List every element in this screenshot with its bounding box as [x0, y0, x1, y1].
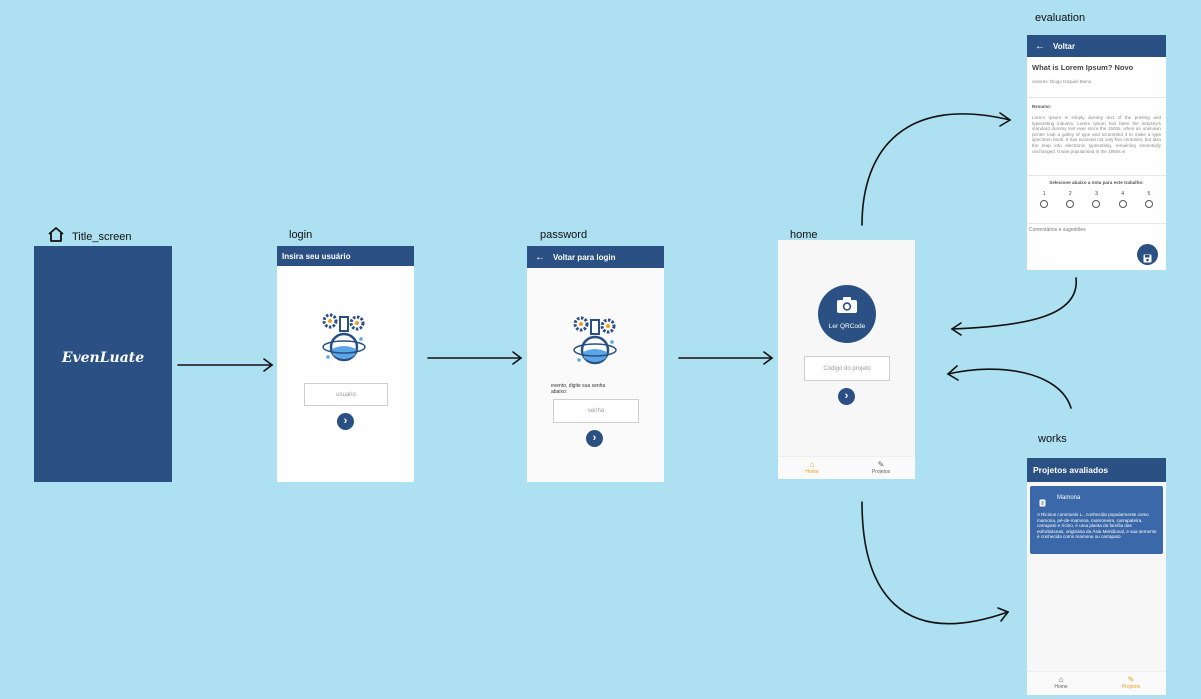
chevron-right-icon: ›: [343, 415, 348, 427]
password-hint-line2: abaixo:: [551, 389, 568, 395]
rating-option-label: 2: [1068, 191, 1072, 197]
radio-button[interactable]: [1040, 200, 1049, 208]
read-qrcode-label: Ler QRCode: [828, 323, 866, 330]
radio-button[interactable]: [1092, 200, 1101, 208]
divider: [1027, 97, 1166, 98]
rating-prompt: Selecione abaixo a nota para este trabal…: [1049, 180, 1144, 185]
rating-option-5[interactable]: 5: [1144, 191, 1153, 208]
arrowhead-evaluation-home: [950, 322, 962, 336]
home-screen: Ler QRCode Código do projeto › ⌂ Home ✎ …: [778, 240, 915, 479]
comments-input[interactable]: Comentários e sugestões: [1029, 227, 1086, 233]
pencil-icon: ✎: [1127, 675, 1135, 684]
home-outline-icon: [47, 226, 65, 248]
back-arrow-icon[interactable]: ←: [535, 251, 545, 263]
login-next-button[interactable]: ›: [337, 413, 354, 430]
science-flask-gears-icon: [321, 311, 367, 372]
evaluation-appbar-title: Voltar: [1053, 41, 1076, 51]
nav-home[interactable]: ⌂ Home: [1041, 675, 1081, 690]
arrowhead-login-password: [512, 351, 523, 365]
works-bottom-nav: ⌂ Home ✎ Projetos: [1027, 671, 1166, 695]
rating-option-label: 4: [1121, 191, 1125, 197]
password-input[interactable]: senha: [553, 399, 639, 423]
resumo-text: Lorem Ipsum is simply dummy text of the …: [1032, 115, 1161, 154]
nav-home[interactable]: ⌂ Home: [792, 460, 832, 475]
app-logo: EvenLuate: [61, 350, 145, 366]
arrow-home-evaluation: [861, 113, 1011, 226]
nav-projetos-label: Projetos: [871, 469, 891, 475]
rating-option-1[interactable]: 1: [1040, 191, 1049, 208]
home-icon: ⌂: [1058, 675, 1064, 684]
label-home: home: [790, 229, 818, 241]
arrowhead-home-evaluation: [999, 112, 1012, 127]
arrow-evaluation-home: [951, 277, 1077, 330]
login-appbar: Insira seu usuário: [277, 246, 414, 266]
nav-projetos-label: Projetos: [1121, 684, 1141, 690]
password-hint-line1: evento, digite sua senha: [551, 383, 606, 389]
title-screen: EvenLuate: [34, 246, 172, 482]
save-button[interactable]: [1137, 244, 1158, 265]
works-appbar-title: Projetos avaliados: [1033, 465, 1109, 475]
login-screen: Insira seu usuário usuario ›: [277, 246, 414, 482]
arrow-home-works: [861, 501, 1009, 625]
rating-option-label: 3: [1095, 191, 1098, 197]
project-authors: Autores: Diogo Izaquiel Bieno: [1032, 79, 1092, 84]
evaluation-screen: ← Voltar What is Lorem Ipsum? Novo Autor…: [1027, 35, 1166, 270]
project-code-input[interactable]: Código do projeto: [804, 356, 890, 381]
chevron-right-icon: ›: [844, 390, 849, 402]
back-arrow-icon[interactable]: ←: [1035, 40, 1045, 52]
password-next-button[interactable]: ›: [586, 430, 603, 447]
rating-option-2[interactable]: 2: [1066, 191, 1075, 208]
rating-option-3[interactable]: 3: [1092, 191, 1101, 208]
rating-option-label: 5: [1147, 191, 1151, 197]
project-title: What is Lorem Ipsum? Novo: [1032, 63, 1134, 72]
radio-button[interactable]: [1144, 200, 1153, 208]
arrowhead-works-home: [946, 365, 959, 381]
save-icon: [1143, 250, 1152, 268]
label-works: works: [1038, 433, 1067, 445]
project-card-text: A Ricinus communis L., conhecida popular…: [1037, 512, 1157, 539]
radio-button[interactable]: [1066, 200, 1075, 208]
works-screen: Projetos avaliados Mamona A Ricinus comm…: [1027, 458, 1166, 695]
password-appbar: ← Voltar para login: [527, 246, 664, 268]
password-appbar-title: Voltar para login: [553, 252, 616, 262]
home-icon: ⌂: [809, 460, 815, 469]
arrow-works-home: [947, 368, 1072, 409]
project-card-title: Mamona: [1057, 495, 1081, 501]
label-title-screen: Title_screen: [72, 231, 132, 243]
username-input[interactable]: usuario: [304, 383, 388, 406]
divider: [1027, 223, 1166, 224]
camera-icon: [836, 296, 858, 319]
label-evaluation: evaluation: [1035, 12, 1086, 24]
login-appbar-title: Insira seu usuário: [282, 251, 351, 261]
rating-option-label: 1: [1042, 191, 1046, 197]
label-password: password: [540, 229, 588, 241]
rating-group: 1 2 3 4 5: [1031, 191, 1162, 208]
arrowhead-home-works: [997, 607, 1010, 622]
divider: [1027, 175, 1166, 176]
nav-projetos[interactable]: ✎ Projetos: [861, 460, 901, 475]
home-bottom-nav: ⌂ Home ✎ Projetos: [778, 456, 915, 479]
project-card[interactable]: Mamona A Ricinus communis L., conhecida …: [1030, 486, 1163, 554]
chevron-right-icon: ›: [592, 432, 597, 444]
nav-home-label: Home: [1054, 684, 1068, 690]
radio-button[interactable]: [1118, 200, 1127, 208]
label-login: login: [289, 229, 313, 241]
rating-option-4[interactable]: 4: [1118, 191, 1127, 208]
password-hint: evento, digite sua senha abaixo:: [551, 383, 605, 395]
home-next-button[interactable]: ›: [838, 388, 855, 405]
nav-home-label: Home: [805, 469, 819, 475]
password-screen: ← Voltar para login evento, digite sua s…: [527, 246, 664, 482]
resumo-label: Resumo:: [1032, 104, 1052, 109]
science-flask-gears-icon: [572, 314, 618, 375]
arrowhead-title-login: [263, 358, 274, 372]
evaluation-appbar: ← Voltar: [1027, 35, 1166, 57]
nav-projetos[interactable]: ✎ Projetos: [1111, 675, 1151, 690]
works-appbar: Projetos avaliados: [1027, 458, 1166, 482]
document-icon: [1039, 494, 1046, 512]
read-qrcode-button[interactable]: Ler QRCode: [818, 285, 876, 343]
pencil-icon: ✎: [877, 460, 885, 469]
arrowhead-password-home: [763, 351, 774, 365]
